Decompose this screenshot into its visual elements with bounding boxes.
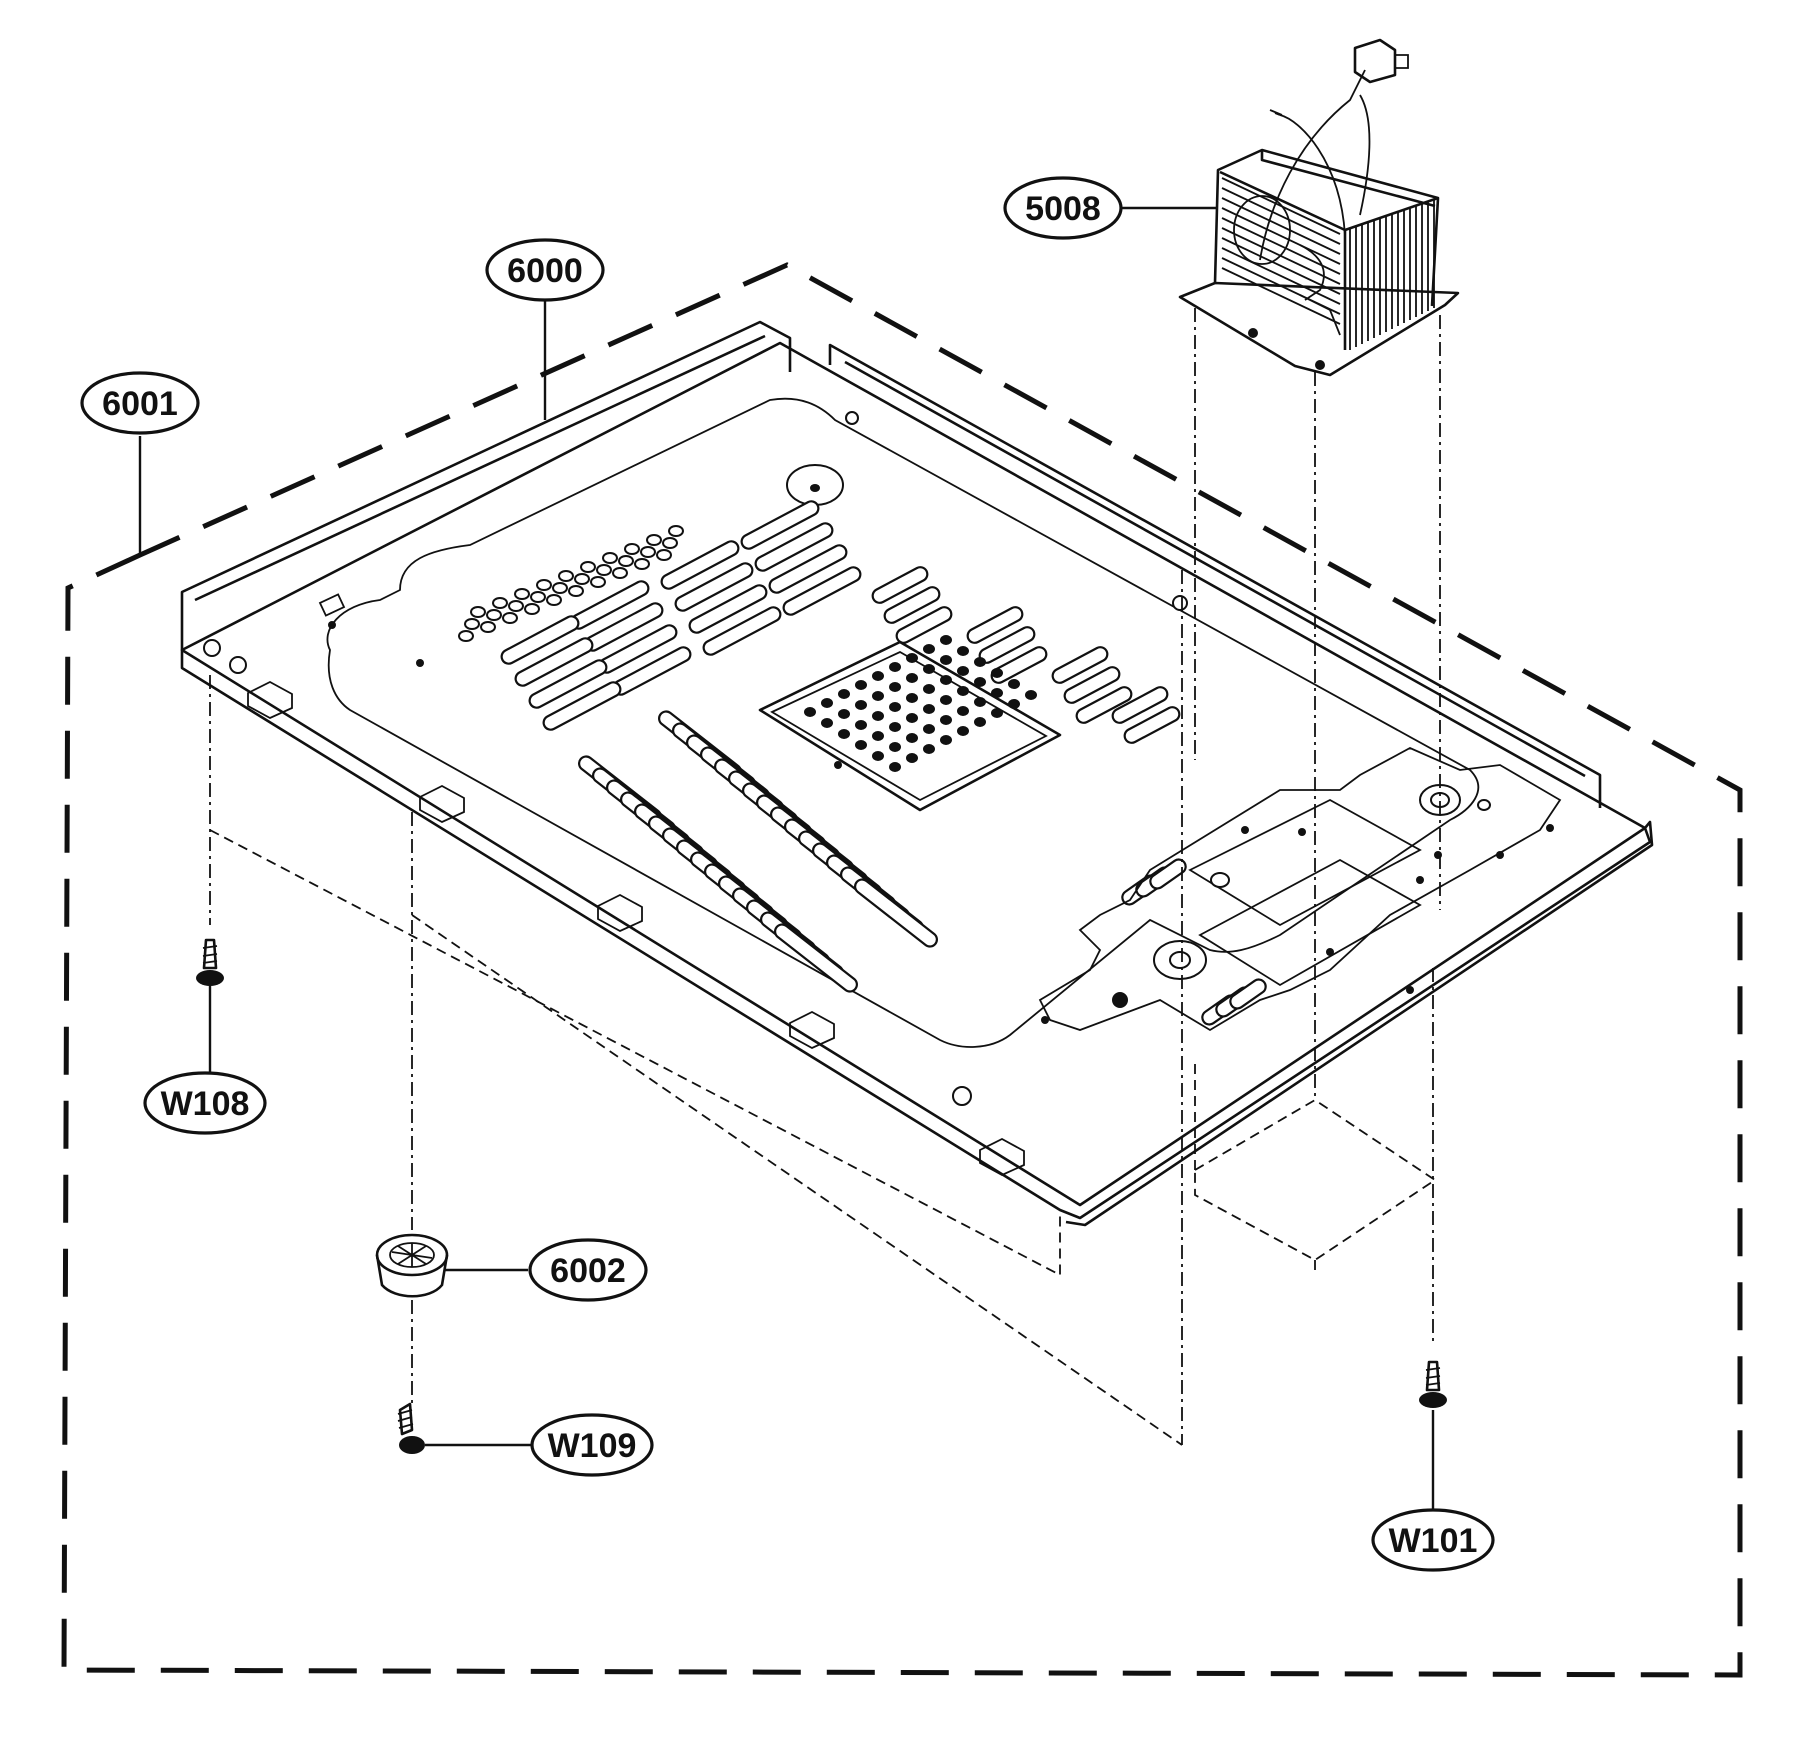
label-w109-text: W109 [548, 1427, 637, 1465]
rubber-foot [375, 1233, 449, 1298]
label-6000: 6000 [485, 238, 605, 302]
leader-lines [138, 206, 1435, 1518]
assembly-boundary [61, 262, 1743, 1678]
label-6002-text: 6002 [550, 1252, 626, 1290]
base-plate [180, 320, 1654, 1227]
transformer [1178, 38, 1460, 377]
screw-w108 [196, 938, 224, 986]
label-w101: W101 [1371, 1508, 1495, 1572]
vent-slots [500, 500, 1267, 1026]
label-w108-text: W108 [161, 1085, 250, 1123]
screw-w109 [397, 1402, 425, 1454]
round-hole-cluster [458, 525, 684, 642]
label-w101-text: W101 [1389, 1522, 1478, 1560]
label-6002: 6002 [528, 1238, 648, 1302]
label-5008-text: 5008 [1025, 190, 1101, 228]
perforation-grid [758, 635, 1062, 812]
mount-bracket-area [1038, 746, 1562, 1032]
label-6001-text: 6001 [102, 385, 178, 423]
label-w108: W108 [143, 1071, 267, 1135]
label-6001: 6001 [80, 371, 200, 435]
label-6000-text: 6000 [507, 252, 583, 290]
projection-lines [209, 308, 1441, 1446]
label-5008: 5008 [1003, 176, 1123, 240]
screw-w101 [1419, 1360, 1447, 1408]
label-w109: W109 [530, 1413, 654, 1477]
